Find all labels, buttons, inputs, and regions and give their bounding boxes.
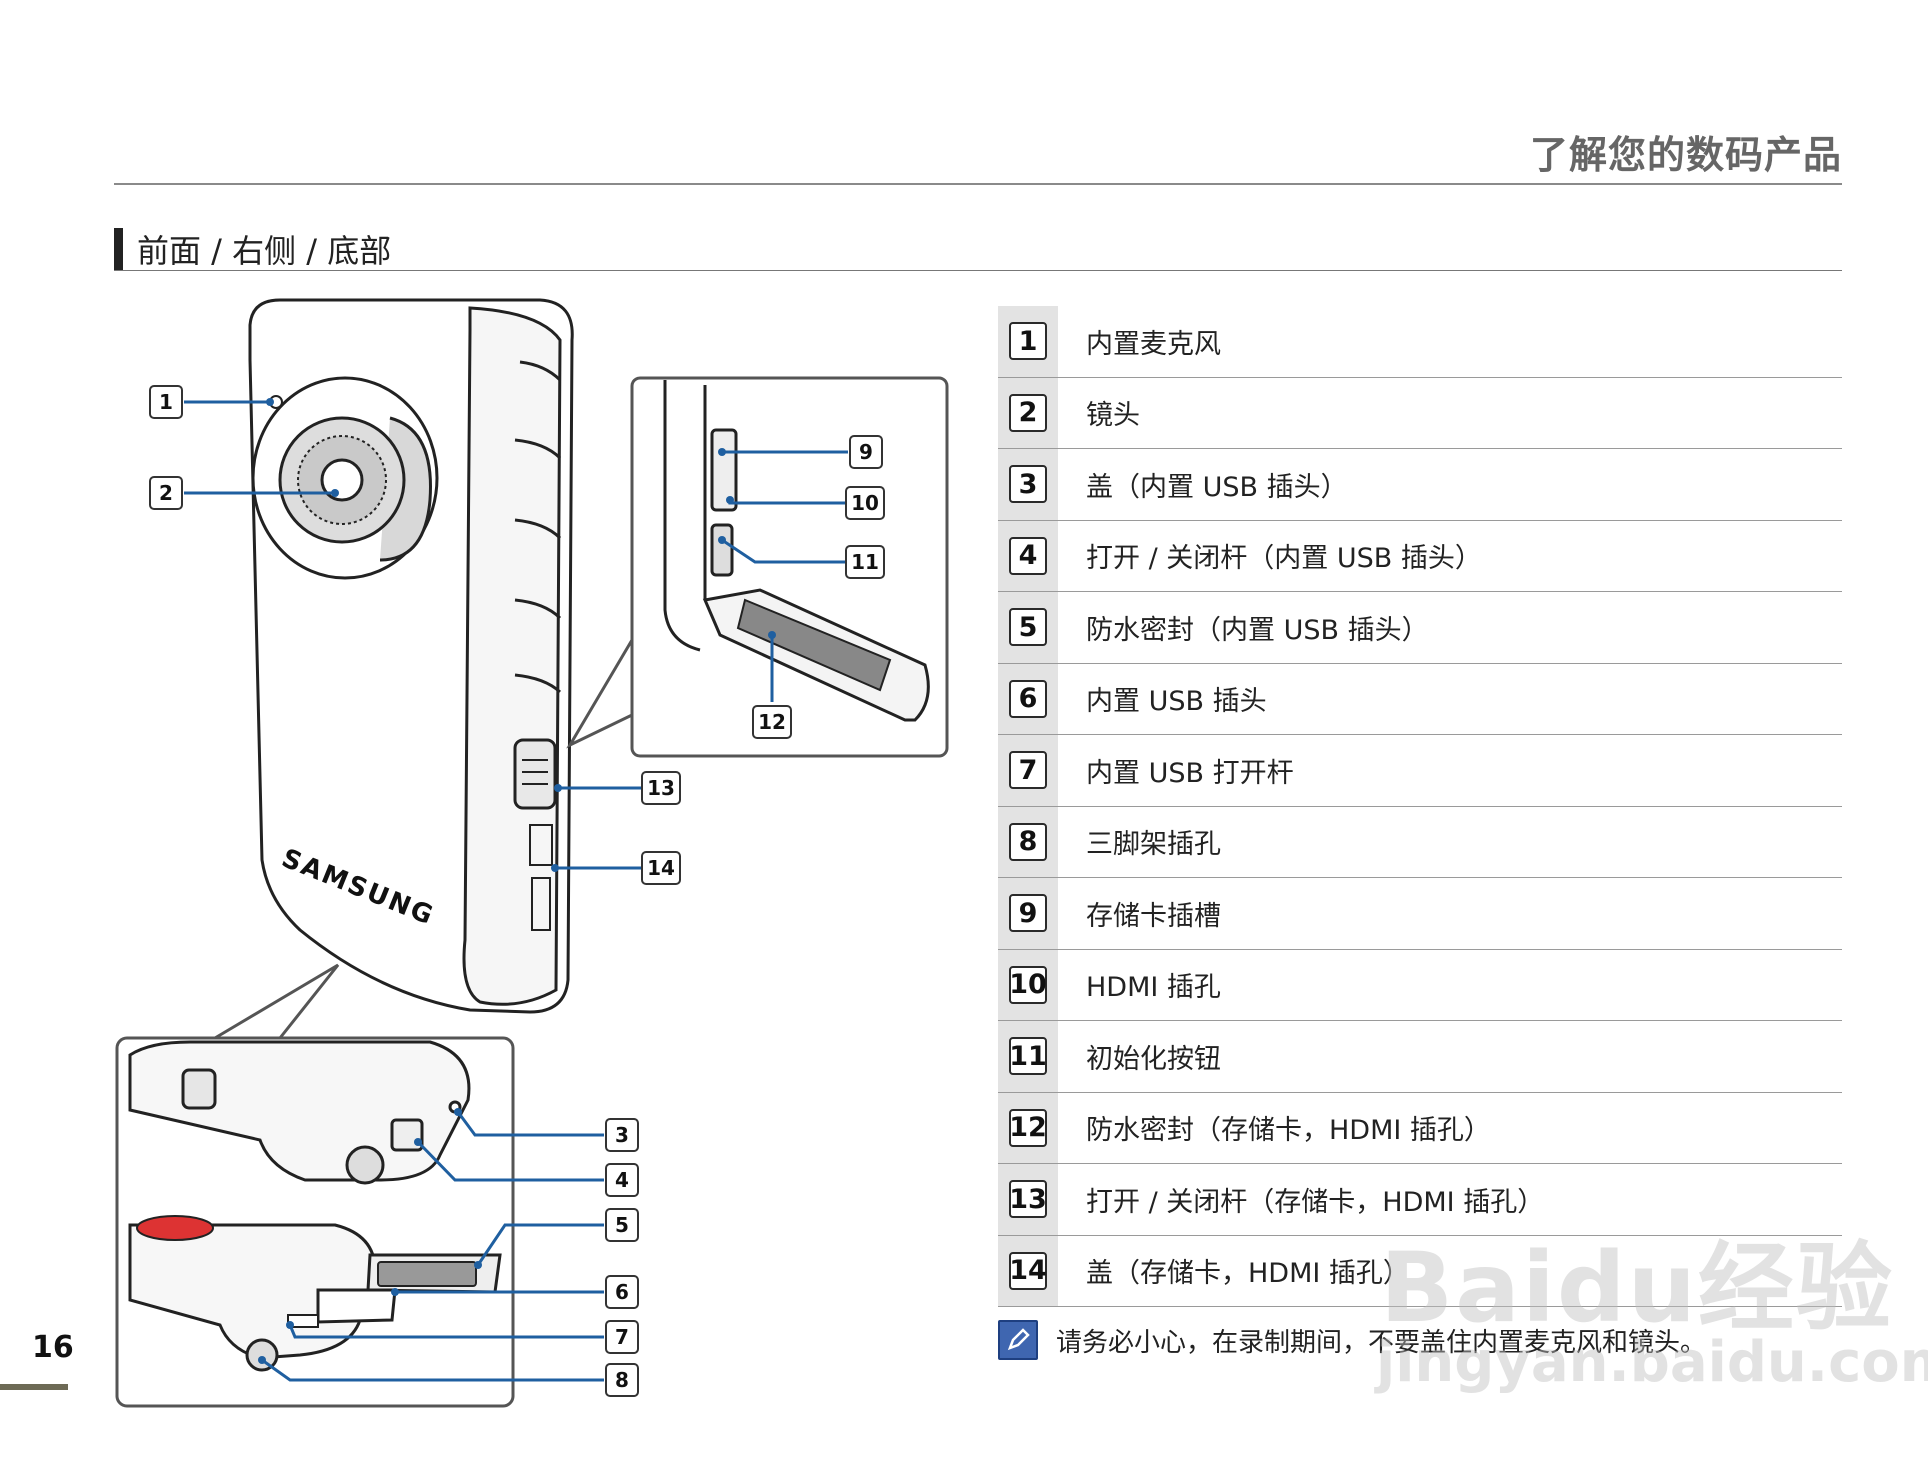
svg-text:3: 3 (615, 1123, 629, 1147)
legend-number: 4 (1009, 536, 1047, 575)
legend-number: 6 (1009, 679, 1047, 718)
section-title: 前面 / 右侧 / 底部 (137, 232, 392, 270)
legend-row: 10 HDMI 插孔 (998, 949, 1842, 1021)
note-text: 请务必小心，在录制期间，不要盖住内置麦克风和镜头。 (1056, 1327, 1707, 1358)
page-number-bar (0, 1384, 68, 1390)
svg-text:8: 8 (615, 1368, 629, 1392)
legend-row: 11 初始化按钮 (998, 1021, 1842, 1093)
legend-row: 5 防水密封（内置 USB 插头） (998, 592, 1842, 664)
legend-text: 打开 / 关闭杆（内置 USB 插头） (1086, 543, 1482, 575)
svg-text:11: 11 (851, 550, 879, 574)
callout-14: 14 (641, 851, 681, 885)
section-rule (114, 270, 1842, 271)
caution-note: 请务必小心，在录制期间，不要盖住内置麦克风和镜头。 (998, 1320, 1842, 1360)
legend-row: 12 防水密封（存储卡，HDMI 插孔） (998, 1092, 1842, 1164)
section-marker (114, 228, 123, 270)
svg-text:4: 4 (615, 1168, 629, 1192)
legend-row: 6 内置 USB 插头 (998, 663, 1842, 735)
legend-number: 3 (1009, 465, 1047, 504)
callout-3: 3 (605, 1118, 639, 1152)
page-header-title: 了解您的数码产品 (1529, 133, 1842, 177)
legend-number: 1 (1009, 322, 1047, 361)
parts-legend: 1 内置麦克风 2 镜头 3 盖（内置 USB 插头） 4 打开 / 关闭杆（内置 US… (998, 306, 1842, 1307)
callout-9: 9 (849, 435, 883, 469)
legend-text: 内置麦克风 (1086, 328, 1221, 360)
legend-row: 1 内置麦克风 (998, 306, 1842, 378)
svg-text:13: 13 (647, 776, 675, 800)
legend-row: 4 打开 / 关闭杆（内置 USB 插头） (998, 520, 1842, 592)
callout-13: 13 (641, 771, 681, 805)
svg-text:10: 10 (851, 491, 879, 515)
legend-number: 8 (1009, 822, 1047, 861)
legend-text: 盖（内置 USB 插头） (1086, 471, 1348, 503)
svg-text:5: 5 (615, 1213, 629, 1237)
legend-number: 2 (1009, 393, 1047, 432)
legend-text: 三脚架插孔 (1086, 829, 1221, 861)
legend-number: 10 (1009, 965, 1047, 1004)
legend-number: 11 (1009, 1037, 1047, 1076)
header-rule (114, 183, 1842, 185)
legend-number: 12 (1009, 1108, 1047, 1147)
page-number: 16 (32, 1330, 74, 1365)
watermark-logo: Baidu经验 (1380, 1232, 1894, 1344)
legend-row: 8 三脚架插孔 (998, 806, 1842, 878)
svg-text:2: 2 (159, 481, 173, 505)
legend-text: 内置 USB 插头 (1086, 686, 1267, 718)
svg-text:12: 12 (758, 710, 786, 734)
legend-number: 5 (1009, 608, 1047, 647)
camcorder-side-panel (462, 306, 562, 1006)
legend-text: HDMI 插孔 (1086, 972, 1221, 1004)
legend-text: 打开 / 关闭杆（存储卡，HDMI 插孔） (1086, 1186, 1545, 1218)
legend-number: 9 (1009, 894, 1047, 933)
legend-text: 防水密封（内置 USB 插头） (1086, 614, 1429, 646)
legend-number: 13 (1009, 1180, 1047, 1219)
callout-12: 12 (752, 705, 792, 739)
legend-text: 初始化按钮 (1086, 1043, 1221, 1075)
callout-11: 11 (845, 545, 885, 579)
svg-text:7: 7 (615, 1325, 629, 1349)
callout-6: 6 (605, 1275, 639, 1309)
legend-number: 7 (1009, 751, 1047, 790)
callout-10: 10 (845, 486, 885, 520)
callout-4: 4 (605, 1163, 639, 1197)
legend-row: 7 内置 USB 打开杆 (998, 735, 1842, 807)
legend-row: 13 打开 / 关闭杆（存储卡，HDMI 插孔） (998, 1164, 1842, 1236)
callout-2: 2 (149, 476, 183, 510)
legend-number: 14 (1009, 1251, 1047, 1290)
legend-row: 9 存储卡插槽 (998, 878, 1842, 950)
watermark-url: jingyan.baidu.com (1376, 1330, 1928, 1395)
legend-text: 防水密封（存储卡，HDMI 插孔） (1086, 1115, 1491, 1147)
callout-1: 1 (149, 385, 183, 419)
callout-5: 5 (605, 1208, 639, 1242)
legend-text: 盖（存储卡，HDMI 插孔） (1086, 1258, 1410, 1290)
callout-7: 7 (605, 1320, 639, 1354)
legend-text: 镜头 (1086, 400, 1140, 432)
svg-text:14: 14 (647, 856, 675, 880)
legend-row: 3 盖（内置 USB 插头） (998, 449, 1842, 521)
section-heading: 前面 / 右侧 / 底部 (114, 228, 391, 270)
svg-text:9: 9 (859, 440, 873, 464)
legend-row: 2 镜头 (998, 377, 1842, 449)
callout-8: 8 (605, 1363, 639, 1397)
legend-text: 存储卡插槽 (1086, 900, 1221, 932)
legend-text: 内置 USB 打开杆 (1086, 757, 1294, 789)
svg-text:6: 6 (615, 1280, 629, 1304)
legend-row: 14 盖（存储卡，HDMI 插孔） (998, 1235, 1842, 1307)
note-pencil-icon (998, 1320, 1038, 1360)
svg-text:1: 1 (159, 390, 173, 414)
